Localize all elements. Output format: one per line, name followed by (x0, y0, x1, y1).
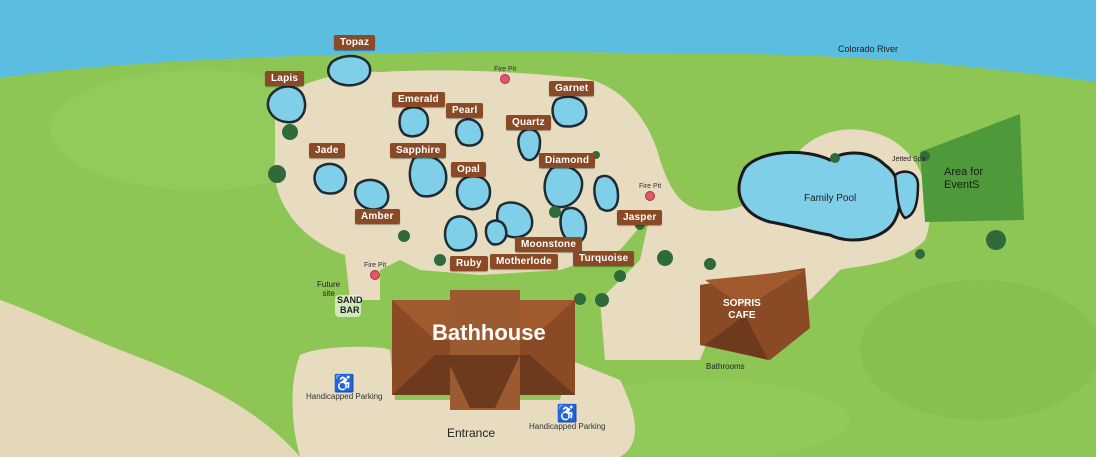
lapis-label[interactable]: Lapis (265, 71, 305, 86)
family-pool-label[interactable]: Family Pool (804, 193, 857, 204)
family-pool (737, 150, 902, 242)
quartz-label[interactable]: Quartz (506, 115, 551, 130)
pearl-label[interactable]: Pearl (446, 103, 484, 118)
bathrooms-label[interactable]: Bathrooms (706, 362, 745, 371)
fire-pit-icon (645, 191, 656, 201)
emerald-label[interactable]: Emerald (392, 92, 445, 107)
opal-label[interactable]: Opal (451, 162, 487, 177)
fire-pit-west: Fire Pit (364, 262, 386, 280)
diamond-label[interactable]: Diamond (539, 153, 596, 168)
handicapped-parking-west[interactable]: ♿ Handicapped Parking (306, 374, 383, 401)
ruby-pool (443, 215, 478, 252)
sapphire-pool (408, 154, 448, 198)
bathhouse-label[interactable]: Bathhouse (432, 320, 546, 345)
fire-pit-icon (370, 270, 381, 280)
motherlode-label[interactable]: Motherlode (490, 254, 558, 269)
emerald-pool (398, 106, 430, 138)
entrance-label[interactable]: Entrance (447, 426, 496, 440)
future-site-label: Future site (317, 280, 341, 298)
jetted-spa-label[interactable]: Jetted Spa (892, 156, 926, 163)
opal-pool (455, 174, 492, 211)
amber-label[interactable]: Amber (355, 209, 400, 224)
garnet-label[interactable]: Garnet (549, 81, 595, 96)
garnet-pool (551, 95, 588, 128)
sopris-cafe-label[interactable]: SOPRIS CAFE (723, 298, 761, 321)
moonstone-label[interactable]: Moonstone (515, 237, 583, 252)
topaz-pool (327, 54, 372, 87)
sandbar-label: SAND BAR (337, 295, 363, 315)
sopris-cafe-building (700, 268, 810, 360)
colorado-river (0, 0, 1096, 82)
fire-pit-north: Fire Pit (494, 66, 516, 84)
fire-pit-icon (500, 74, 511, 84)
jade-label[interactable]: Jade (309, 143, 345, 158)
motherlode-pool (484, 219, 508, 246)
events-area (920, 114, 1024, 222)
ruby-label[interactable]: Ruby (450, 256, 488, 271)
wheelchair-icon: ♿ (333, 374, 355, 393)
jade-pool (313, 162, 348, 195)
amber-pool (354, 178, 390, 211)
jasper-pool (593, 174, 620, 212)
diamond-pool (543, 164, 584, 209)
access-road (0, 300, 300, 457)
turquoise-label[interactable]: Turquoise (573, 251, 635, 266)
topaz-label[interactable]: Topaz (334, 35, 376, 50)
sapphire-label[interactable]: Sapphire (390, 143, 447, 158)
handicapped-parking-east[interactable]: ♿ Handicapped Parking (529, 404, 606, 431)
bathhouse-building (392, 290, 575, 410)
lapis-pool (266, 85, 307, 124)
events-area-label[interactable]: Area for EventS (944, 166, 984, 191)
jasper-label[interactable]: Jasper (617, 210, 663, 225)
quartz-pool (517, 128, 542, 162)
colorado-river-label: Colorado River (838, 44, 899, 54)
wheelchair-icon: ♿ (556, 404, 578, 423)
pearl-pool (454, 118, 484, 147)
fire-pit-east: Fire Pit (639, 183, 661, 201)
